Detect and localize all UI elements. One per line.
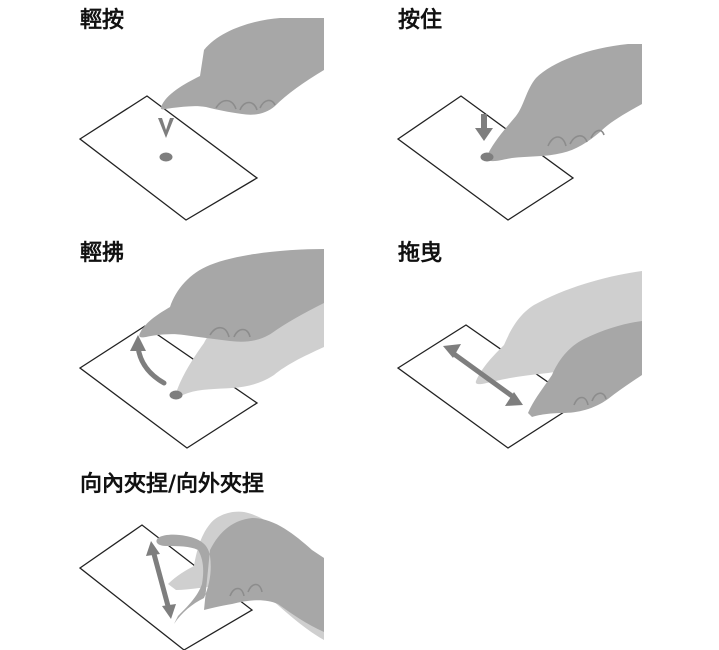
finger-crease [573, 392, 607, 406]
drag-arrowhead-down [505, 392, 523, 406]
finger-crease [547, 129, 605, 147]
gesture-swipe: 輕拂 [78, 241, 340, 458]
touch-point [169, 390, 183, 400]
press-arrow-icon [475, 114, 493, 141]
hand-icon [156, 518, 324, 632]
finger-crease [229, 583, 263, 597]
gesture-pinch-label: 向內夾捏/向外夾捏 [80, 472, 265, 497]
hand-icon [528, 321, 642, 417]
gesture-pinch: 向內夾捏/向外夾捏 [78, 472, 340, 650]
drag-arrow-icon [451, 351, 515, 399]
swipe-illustration [78, 249, 324, 449]
gesture-hold-label: 按住 [398, 8, 443, 33]
swipe-arrowhead [130, 335, 146, 351]
gesture-hold: 按住 [396, 8, 658, 221]
pinch-arrowhead-down [162, 604, 176, 619]
finger-crease [215, 99, 276, 111]
gesture-drag-label: 拖曳 [398, 241, 443, 266]
finger-crease [209, 326, 251, 338]
hand-faded-icon [475, 271, 642, 385]
hold-illustration [396, 44, 642, 221]
touch-surface [78, 325, 259, 449]
hand-icon [160, 18, 324, 115]
touch-point [159, 152, 173, 162]
pinch-arrow-icon [151, 551, 171, 609]
pinch-illustration [78, 511, 324, 650]
touch-surface [78, 524, 254, 650]
tap-arrow-icon [158, 118, 174, 138]
gesture-tap-label: 輕按 [80, 8, 125, 33]
pinch-arrowhead-up [146, 541, 160, 556]
tap-illustration [78, 18, 324, 221]
drag-illustration [396, 271, 642, 449]
gesture-tap: 輕按 [78, 8, 340, 221]
drag-arrowhead-up [443, 344, 461, 358]
touch-point [480, 152, 494, 162]
gesture-swipe-label: 輕拂 [80, 241, 125, 266]
gesture-drag: 拖曳 [396, 241, 658, 458]
hand-icon [486, 44, 642, 162]
hand-icon [139, 249, 324, 342]
